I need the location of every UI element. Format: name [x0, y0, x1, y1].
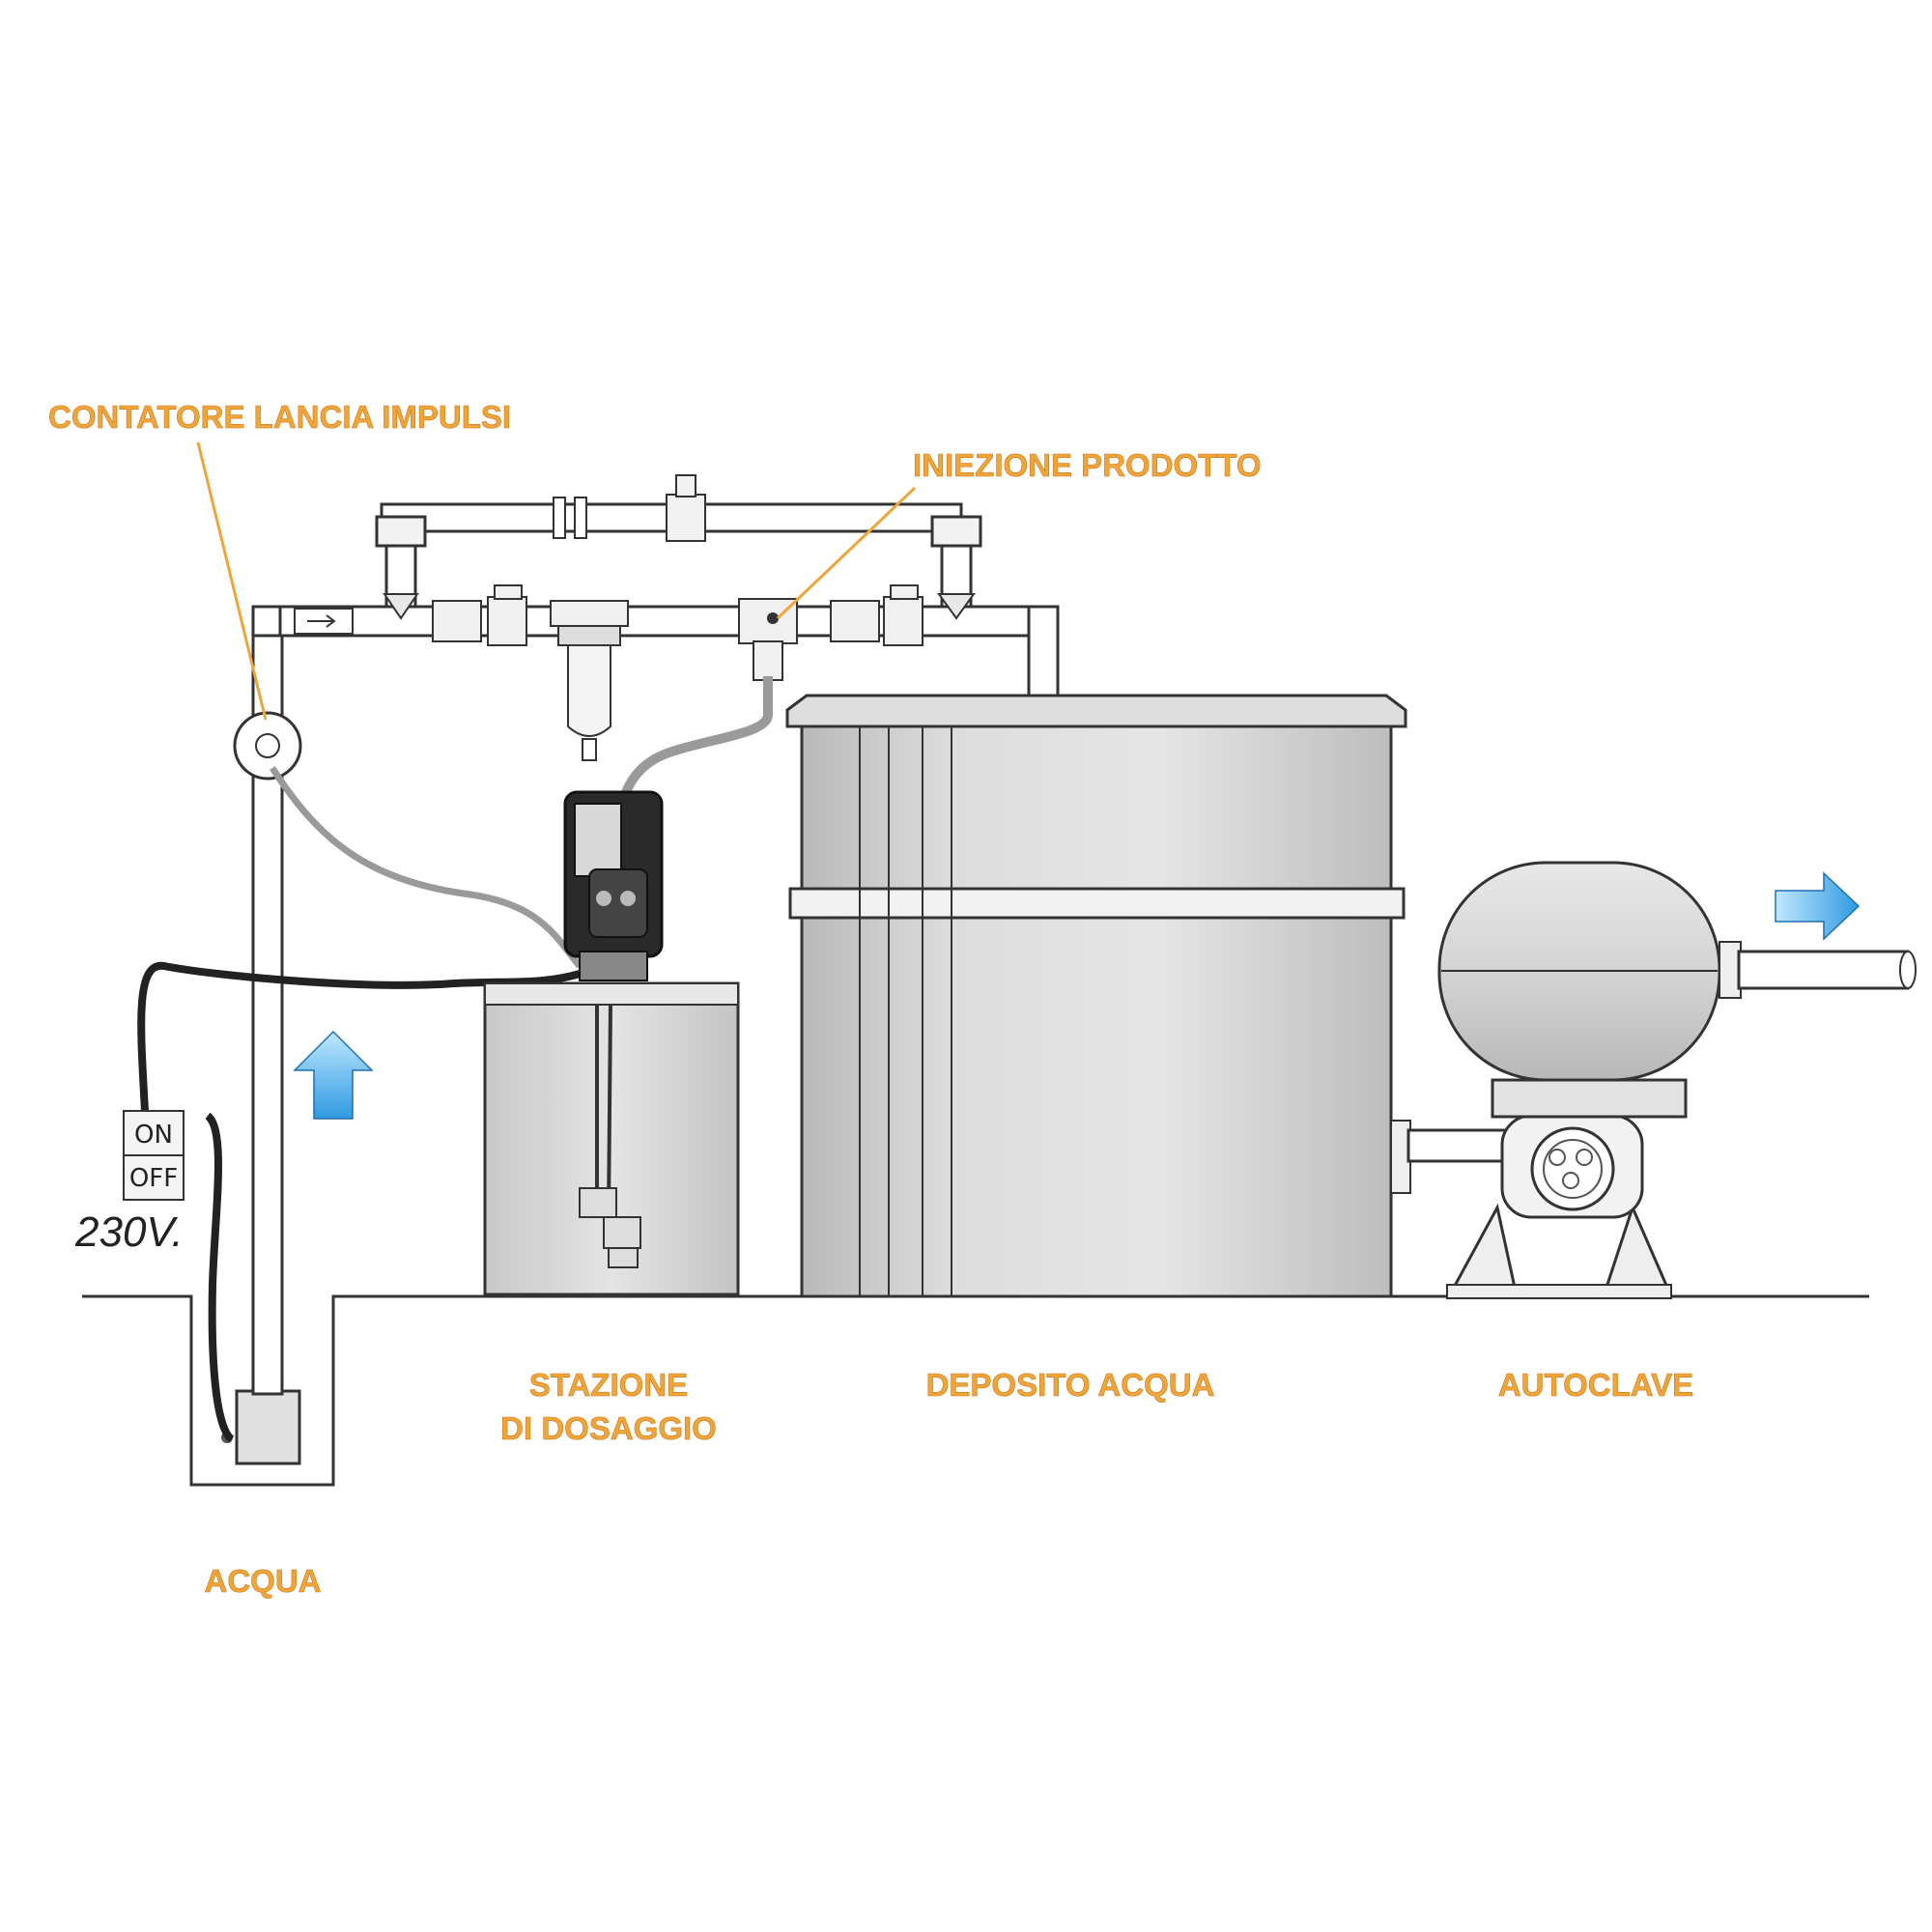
valves: [432, 584, 923, 646]
injection-leader-line: [776, 486, 917, 620]
switch-on-label: ON: [134, 1121, 173, 1150]
flow-arrow-up-icon: [293, 1030, 374, 1120]
flow-arrow-right-icon: [1775, 871, 1861, 941]
tank-label: DEPOSITO ACQUA: [926, 1367, 1215, 1403]
dosing-station-tank: [483, 981, 740, 1296]
switch-off-label: OFF: [129, 1164, 178, 1193]
main-pipe: [278, 605, 1060, 697]
counter-label: CONTATORE LANCIA IMPULSI: [48, 399, 511, 435]
voltage-label: 230V.: [74, 1208, 184, 1256]
submersible-pump: [235, 1389, 301, 1465]
dosing-pump: [563, 790, 664, 981]
ground-line: [82, 1294, 1869, 1487]
injection-tee: [738, 598, 798, 681]
counter-leader-line: [196, 441, 268, 721]
on-off-switch: ON OFF: [123, 1110, 185, 1201]
water-storage-tank: [785, 694, 1407, 1298]
injection-label: INIEZIONE PRODOTTO: [913, 447, 1262, 483]
autoclave: [1437, 861, 1917, 1299]
impulse-meter: [233, 711, 302, 781]
dosing-station-label-line2: DI DOSAGGIO: [500, 1410, 717, 1446]
autoclave-label: AUTOCLAVE: [1498, 1367, 1693, 1403]
dosing-station-label-line1: STAZIONE: [529, 1367, 688, 1403]
outlet-pipe: [1390, 1120, 1517, 1194]
water-filter: [550, 600, 629, 761]
water-label: ACQUA: [205, 1563, 322, 1599]
bypass-pipe: [375, 474, 982, 620]
signal-cable: [270, 766, 582, 969]
